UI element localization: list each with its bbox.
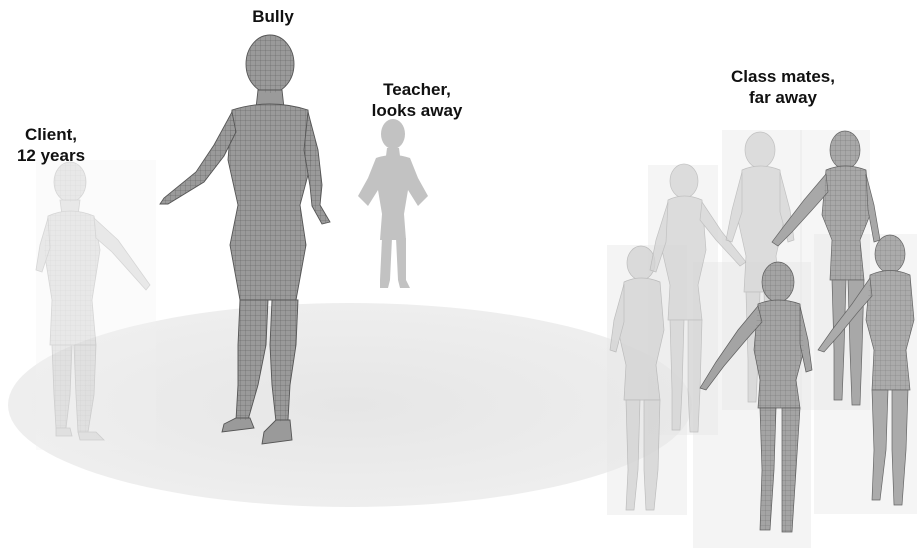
label-teacher: Teacher, looks away (352, 79, 482, 121)
label-client: Client, 12 years (2, 124, 100, 166)
label-teacher-line2: looks away (352, 100, 482, 121)
label-classmates-line1: Class mates, (712, 66, 854, 87)
classmates-group (607, 130, 917, 548)
label-client-line1: Client, (2, 124, 100, 145)
label-classmates: Class mates, far away (712, 66, 854, 108)
teacher-silhouette (358, 119, 428, 288)
client-figure (36, 160, 156, 450)
label-teacher-line1: Teacher, (352, 79, 482, 100)
label-classmates-line2: far away (712, 87, 854, 108)
label-client-line2: 12 years (2, 145, 100, 166)
label-bully: Bully (238, 6, 308, 27)
label-bully-text: Bully (238, 6, 308, 27)
